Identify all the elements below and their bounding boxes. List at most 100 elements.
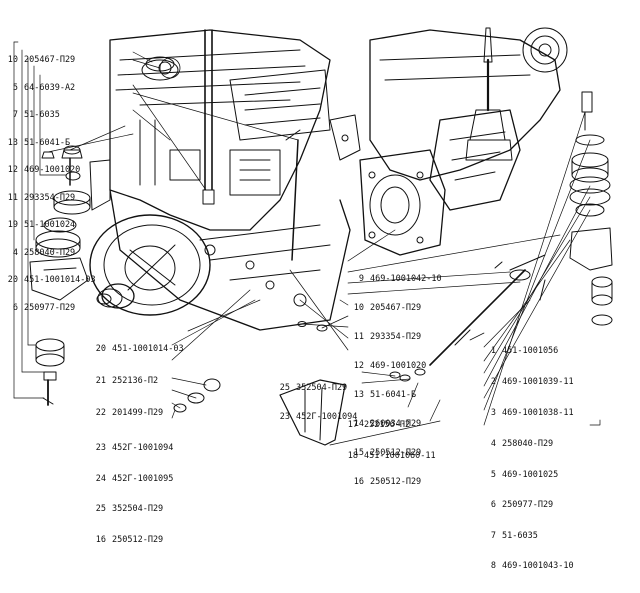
part-code: 469-1001038-11 — [502, 408, 574, 418]
callout-row: 4 258040-П29 — [482, 440, 574, 453]
callout-number: 23 — [279, 412, 290, 422]
callout-number: 6 — [12, 302, 18, 313]
part-code: 51-1001024 — [24, 220, 76, 230]
part-code: 469-1001039-11 — [502, 377, 574, 387]
callout-row: 22 201499-П29 — [92, 409, 184, 426]
callout-row: 7 51-6035 — [6, 111, 96, 121]
part-code: 258040-П29 — [24, 247, 76, 258]
part-code: 205467-П29 — [24, 55, 76, 65]
part-code: 451-1001014-03 — [112, 344, 184, 354]
part-code: 293354-П29 — [370, 332, 422, 342]
callout-row: 4 258040-П29 — [6, 247, 96, 259]
callout-number: 7 — [12, 110, 18, 120]
leader-lines — [13, 41, 601, 446]
callout-number: 8 — [490, 561, 496, 571]
callout-row: 5 469-1001025 — [482, 469, 574, 484]
callout-row: 25 352504-П29 — [92, 505, 184, 518]
callout-number: 9 — [358, 274, 364, 284]
callout-number: 11 — [7, 192, 18, 203]
callout-number: 14 — [353, 419, 364, 429]
callout-number: 21 — [95, 376, 106, 386]
part-code: 252156-П2 — [364, 420, 411, 430]
part-code: 252136-П2 — [112, 376, 159, 386]
callout-number: 20 — [7, 275, 18, 285]
part-code: 293354-П29 — [24, 192, 76, 203]
part-code: 250512-П29 — [112, 534, 164, 545]
callout-row: 6 250977-П29 — [482, 501, 574, 514]
callout-row: 20 451-1001014-03 — [6, 276, 96, 286]
callout-row: 17 252156-П2 — [344, 421, 436, 434]
callout-row: 13 51-6041-Б — [350, 391, 442, 402]
callout-number: 13 — [353, 390, 364, 400]
callout-group-top-left: 10 205467-П29 5 64-6039-А2 7 51-6035 13 51-6… — [6, 38, 96, 331]
callout-number: 10 — [7, 55, 18, 65]
callout-number: 24 — [95, 473, 106, 484]
part-code: 452Г-1001094 — [112, 443, 174, 453]
engine-mount-illustration — [13, 27, 613, 446]
right-mount-parts — [539, 134, 613, 326]
callout-number: 10 — [353, 303, 364, 313]
part-code: 250977-П29 — [502, 500, 554, 510]
callout-row: 16 250512-П29 — [92, 534, 184, 549]
part-code: 201499-П29 — [112, 408, 164, 418]
callout-number: 1 — [490, 346, 496, 356]
callout-number: 3 — [490, 408, 496, 418]
callout-row: 21 252136-П2 — [92, 377, 184, 391]
part-code: 205467-П29 — [370, 303, 422, 313]
part-code: 451-1001060-11 — [364, 451, 436, 461]
callout-row: 12 469-1001020 — [6, 166, 96, 176]
callout-row: 6 250977-П29 — [6, 302, 96, 314]
callout-row: 5 64-6039-А2 — [6, 82, 96, 94]
part-code: 469-1001020 — [24, 165, 81, 175]
part-code: 51-6035 — [502, 530, 538, 541]
callout-row: 19 51-1001024 — [6, 221, 96, 231]
callout-number: 5 — [12, 82, 18, 93]
callout-number: 15 — [353, 448, 364, 458]
callout-number: 5 — [490, 469, 496, 480]
callout-number: 4 — [490, 439, 496, 449]
callout-number: 12 — [7, 165, 18, 175]
callout-number: 7 — [490, 530, 496, 541]
part-code: 51-6035 — [24, 110, 60, 120]
callout-number: 12 — [353, 361, 364, 371]
part-code: 469-1001025 — [502, 469, 559, 480]
callout-row: 7 51-6035 — [482, 530, 574, 545]
callout-number: 25 — [95, 504, 106, 514]
callout-number: 6 — [490, 500, 496, 510]
callout-number: 16 — [95, 534, 106, 545]
callout-number: 22 — [95, 408, 106, 418]
callout-row: 3 469-1001038-11 — [482, 409, 574, 422]
callout-number: 19 — [7, 220, 18, 230]
part-code: 250977-П29 — [24, 302, 76, 313]
callout-number: 13 — [7, 137, 18, 148]
callout-number: 4 — [12, 247, 18, 258]
callout-row: 13 51-6041-Б — [6, 137, 96, 149]
part-code: 451-1001014-03 — [24, 275, 96, 285]
callout-row: 10 205467-П29 — [6, 56, 96, 66]
part-code: 51-6041-Б — [24, 137, 71, 148]
callout-number: 17 — [347, 420, 358, 430]
left-mount-parts — [29, 145, 111, 406]
part-code: 64-6039-А2 — [24, 82, 76, 93]
part-code: 352504-П29 — [112, 504, 164, 514]
part-code: 258040-П29 — [502, 439, 554, 449]
part-code: 451-1001056 — [502, 346, 559, 356]
part-code: 352504-П29 — [296, 383, 348, 393]
transfer-case — [329, 27, 593, 256]
part-code: 51-6041-Б — [370, 390, 417, 400]
engine-block — [109, 29, 351, 331]
